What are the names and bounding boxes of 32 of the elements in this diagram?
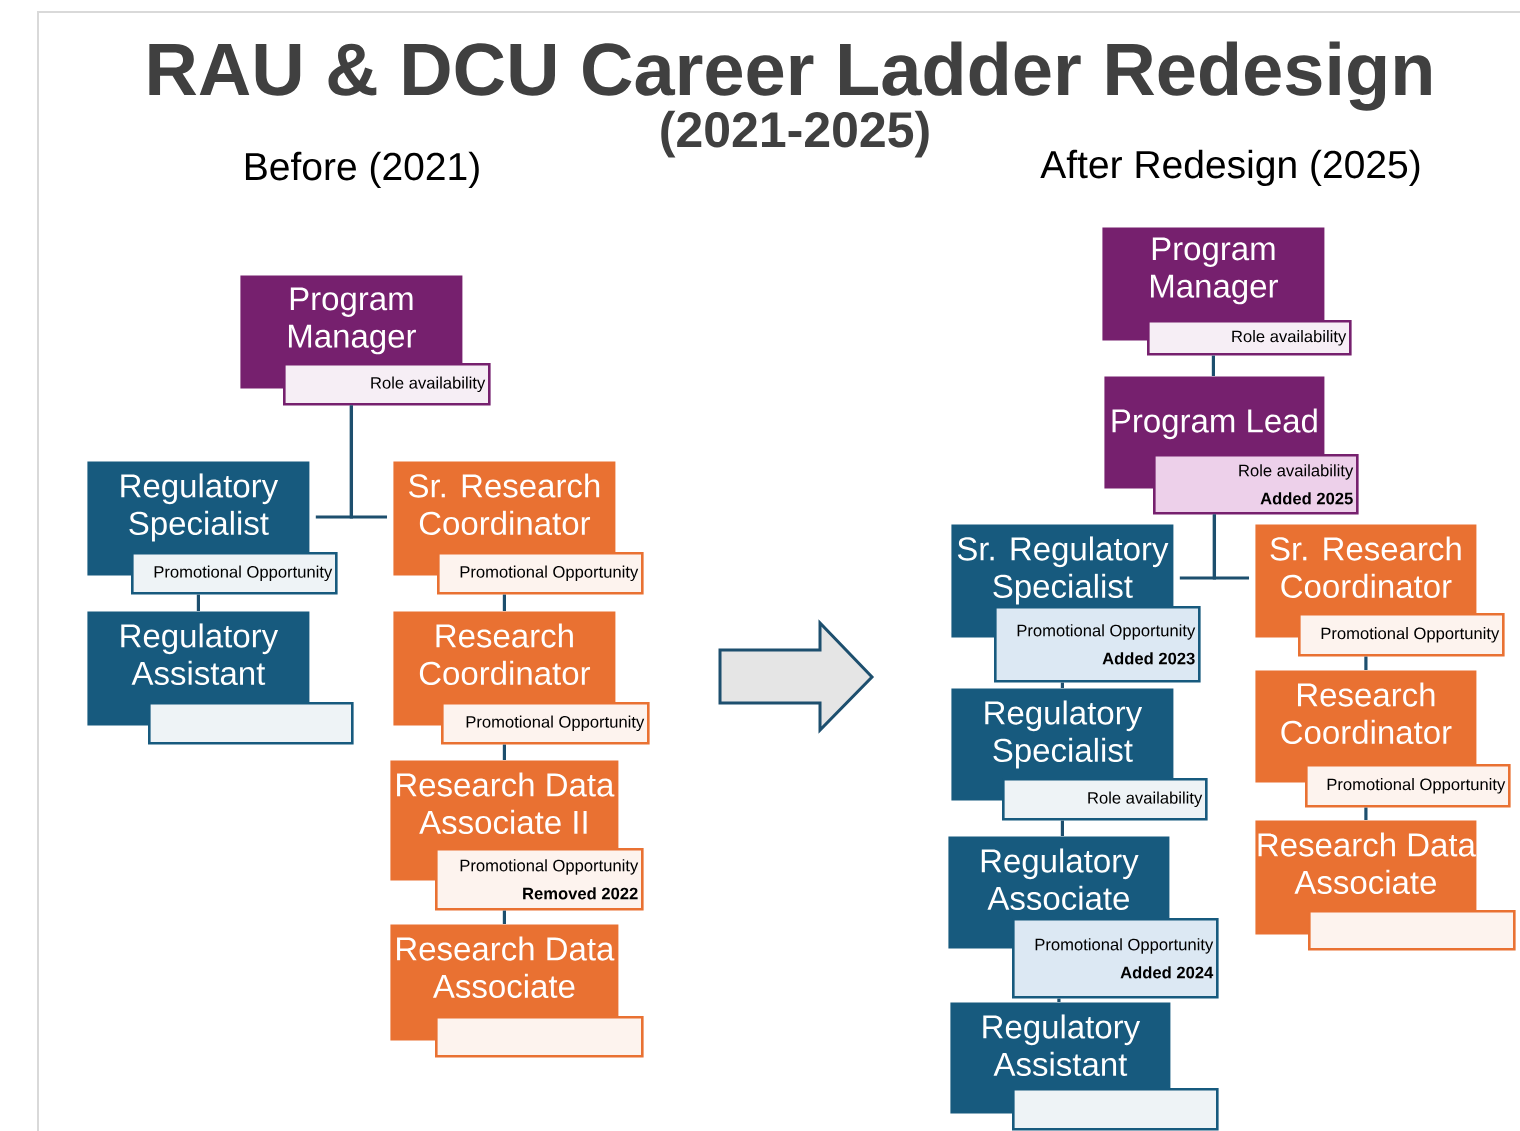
connector-line [1057,998,1061,1002]
connector-line [1060,820,1064,836]
status-tag: Promotional Opportunity Removed 2022 [435,848,644,911]
role-box: Research Data Associate [1255,820,1516,951]
status-tag: Role availability [1147,320,1352,356]
status-tag: Promotional Opportunity Added 2024 [1012,918,1219,999]
status-tag: Role availability [283,363,491,406]
connector-line [196,594,200,611]
status-tag: Promotional Opportunity [131,552,338,595]
subtitle: (2021-2025) [661,110,929,158]
title: RAU & DCU Career Ladder Redesign [149,41,1431,111]
status-tag: Promotional Opportunity Added 2023 [994,606,1201,683]
role-box: Research Data Associate [390,924,644,1058]
status-tag: Role availability [1002,778,1208,821]
connector-line [1364,807,1368,820]
connector-line [1060,682,1064,688]
status-tag: Promotional Opportunity [437,552,644,595]
connector-line [502,744,506,760]
connector-line [502,910,506,924]
connector-line [1212,514,1249,580]
connector-line [502,594,506,611]
role-box: Regulatory Assistant [87,611,354,745]
status-tag: Promotional Opportunity [441,702,650,745]
role-box: Regulatory Assistant [950,1002,1219,1131]
section-heading: After Redesign (2025) [1040,149,1420,187]
connector-line [1211,355,1215,376]
status-tag: Role availability Added 2025 [1153,454,1359,515]
connector-line [349,405,387,519]
section-heading: Before (2021) [245,151,479,189]
connector-line [1364,656,1368,670]
status-tag: Promotional Opportunity [1305,764,1511,808]
status-tag: Promotional Opportunity [1298,613,1505,657]
